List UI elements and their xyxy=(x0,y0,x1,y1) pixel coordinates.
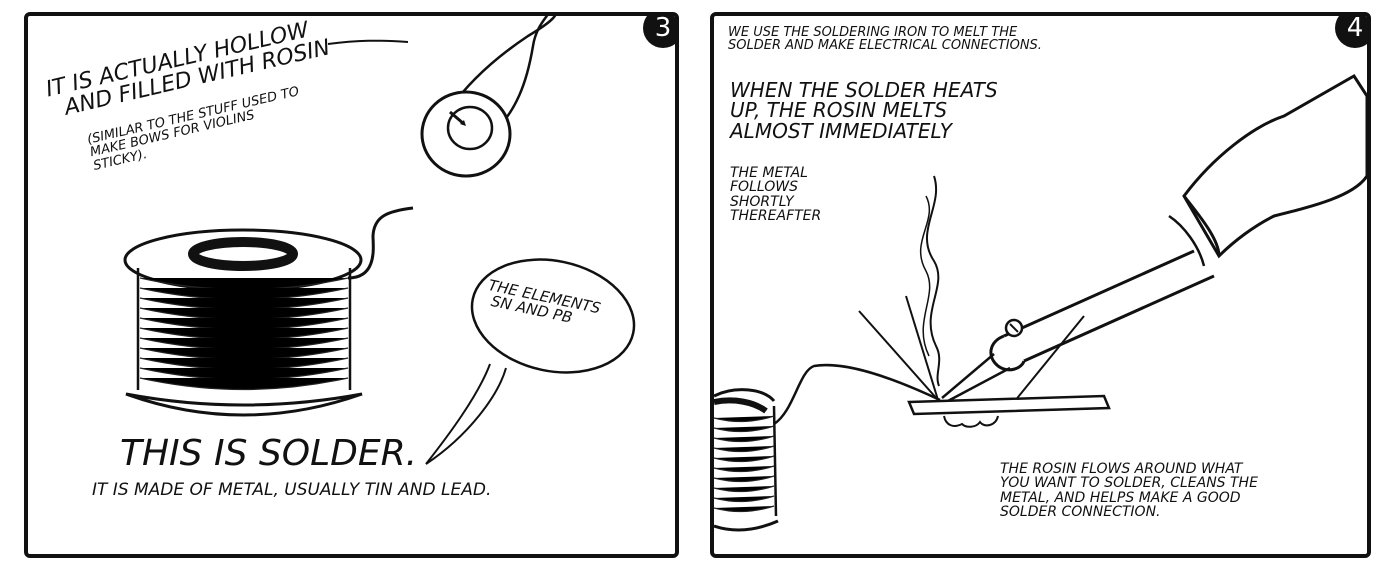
rosin-caption-line-3: ALMOST IMMEDIATELY xyxy=(730,118,952,143)
solder-spool-illustration xyxy=(123,16,636,465)
metal-caption: THE METAL FOLLOWS SHORTLY THEREAFTER xyxy=(730,166,821,223)
top-caption: WE USE THE SOLDERING IRON TO MELT THE SO… xyxy=(728,26,1042,53)
comic-panel-4: 4 xyxy=(710,12,1371,558)
panel-number-badge-4: 4 xyxy=(1335,16,1367,48)
bottom-caption-line-1: THE ROSIN FLOWS AROUND WHAT xyxy=(1000,461,1243,477)
headline: THIS IS SOLDER. xyxy=(120,433,418,474)
soldering-iron-illustration xyxy=(714,73,1367,532)
rosin-caption: WHEN THE SOLDER HEATS UP, THE ROSIN MELT… xyxy=(730,78,998,143)
top-caption-line-1: WE USE THE SOLDERING IRON TO MELT THE xyxy=(728,25,1018,40)
rosin-caption-line-1: WHEN THE SOLDER HEATS xyxy=(730,78,998,102)
bottom-caption-line-4: SOLDER CONNECTION. xyxy=(1000,503,1161,520)
metal-caption-line-4: THEREAFTER xyxy=(730,207,822,224)
top-caption-line-2: SOLDER AND MAKE ELECTRICAL CONNECTIONS. xyxy=(728,38,1042,54)
rosin-caption-line-2: UP, THE ROSIN MELTS xyxy=(730,98,948,123)
bottom-caption-line-2: YOU WANT TO SOLDER, CLEANS THE xyxy=(1000,475,1258,492)
comic-panel-3: 3 xyxy=(24,12,679,558)
bottom-caption-line-3: METAL, AND HELPS MAKE A GOOD xyxy=(1000,489,1241,506)
metal-caption-line-1: THE METAL xyxy=(730,165,808,181)
metal-caption-line-2: FOLLOWS xyxy=(730,179,798,196)
metal-caption-line-3: SHORTLY xyxy=(730,193,794,210)
subline: IT IS MADE OF METAL, USUALLY TIN AND LEA… xyxy=(92,480,492,500)
bottom-caption: THE ROSIN FLOWS AROUND WHAT YOU WANT TO … xyxy=(1000,462,1258,519)
